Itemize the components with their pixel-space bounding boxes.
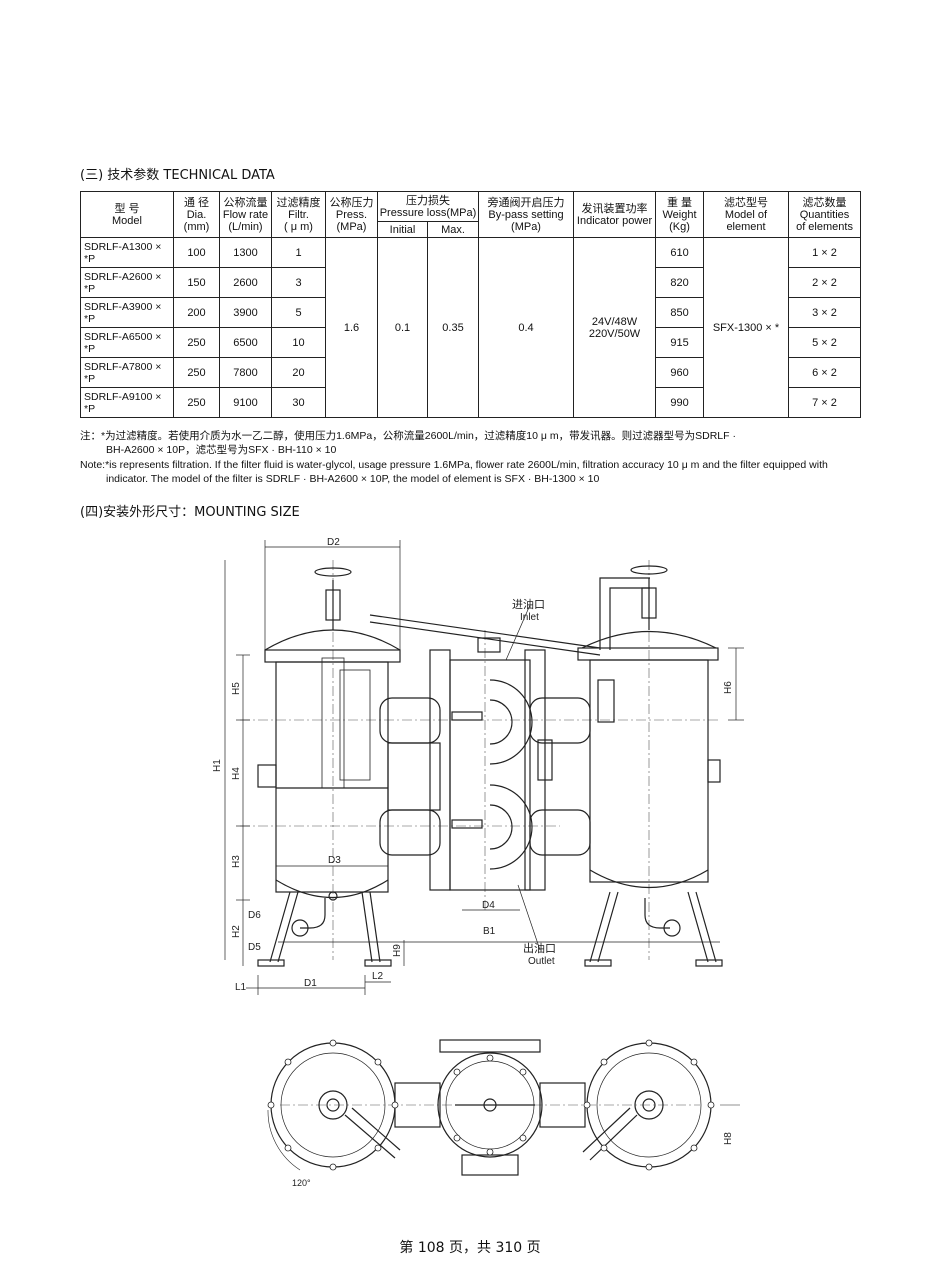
section4-title: (四)安装外形尺寸：MOUNTING SIZE	[80, 505, 300, 520]
dim-D4: D4	[482, 900, 495, 911]
plan-view	[267, 1039, 740, 1176]
dim-D2: D2	[327, 537, 340, 548]
dim-B1: B1	[483, 926, 496, 937]
dim-D1: D1	[304, 978, 317, 989]
note-en: Note:*is represents filtration. If the f…	[80, 459, 828, 485]
left-filter-housing	[257, 567, 401, 967]
dim-H6: H6	[723, 681, 734, 694]
dim-D6: D6	[248, 910, 261, 921]
dimension-lines	[224, 540, 744, 995]
inlet-label-en: Inlet	[520, 612, 539, 623]
plan-bolts	[267, 1039, 715, 1171]
page-footer: 第 108 页，共 310 页	[399, 1240, 541, 1256]
outlet-label-en: Outlet	[528, 956, 555, 967]
dim-L2: L2	[372, 971, 384, 982]
outlet-label-cn: 出油口	[523, 941, 556, 955]
angle-label: 120°	[292, 1178, 311, 1188]
note-cn: 注：*为过滤精度。若使用介质为水一乙二醇，使用压力1.6MPa，公称流量2600…	[80, 430, 736, 456]
dim-H3: H3	[231, 855, 242, 868]
dim-H9: H9	[392, 944, 403, 957]
col-loss-max: Max.	[426, 221, 480, 238]
inlet-label-cn: 进油口	[512, 597, 545, 611]
dim-H5: H5	[231, 682, 242, 695]
dim-D5: D5	[248, 942, 261, 953]
dim-L1: L1	[235, 982, 247, 993]
dim-H1: H1	[212, 759, 223, 772]
dim-H4: H4	[231, 767, 242, 780]
dim-D3: D3	[328, 855, 341, 866]
section3-title: (三) 技术参数 TECHNICAL DATA	[80, 168, 275, 183]
dim-H2: H2	[231, 925, 242, 938]
dim-H8: H8	[723, 1132, 734, 1145]
right-filter-housing	[577, 565, 723, 967]
central-valve-body	[369, 614, 601, 891]
